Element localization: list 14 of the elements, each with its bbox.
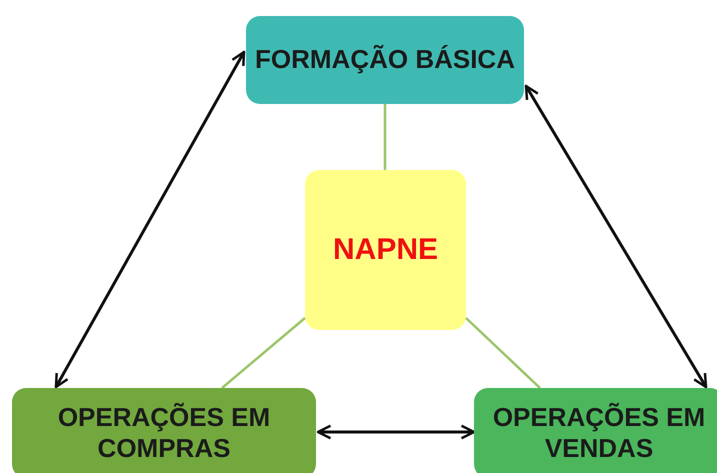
node-label: OPERAÇÕES EM COMPRAS (56, 402, 272, 464)
double-arrow (524, 84, 708, 388)
node-label: FORMAÇÃO BÁSICA (254, 44, 516, 76)
process-box (474, 388, 717, 473)
process-box (12, 388, 316, 473)
connector-line (465, 317, 541, 389)
double-arrow (316, 424, 476, 440)
connector-line (221, 317, 306, 389)
node-label: NAPNE (332, 232, 439, 268)
node-label: OPERAÇÕES EM VENDAS (492, 402, 706, 464)
center-box (305, 170, 466, 330)
process-box (246, 16, 524, 104)
double-arrow (54, 50, 246, 388)
connector-line (384, 104, 386, 170)
